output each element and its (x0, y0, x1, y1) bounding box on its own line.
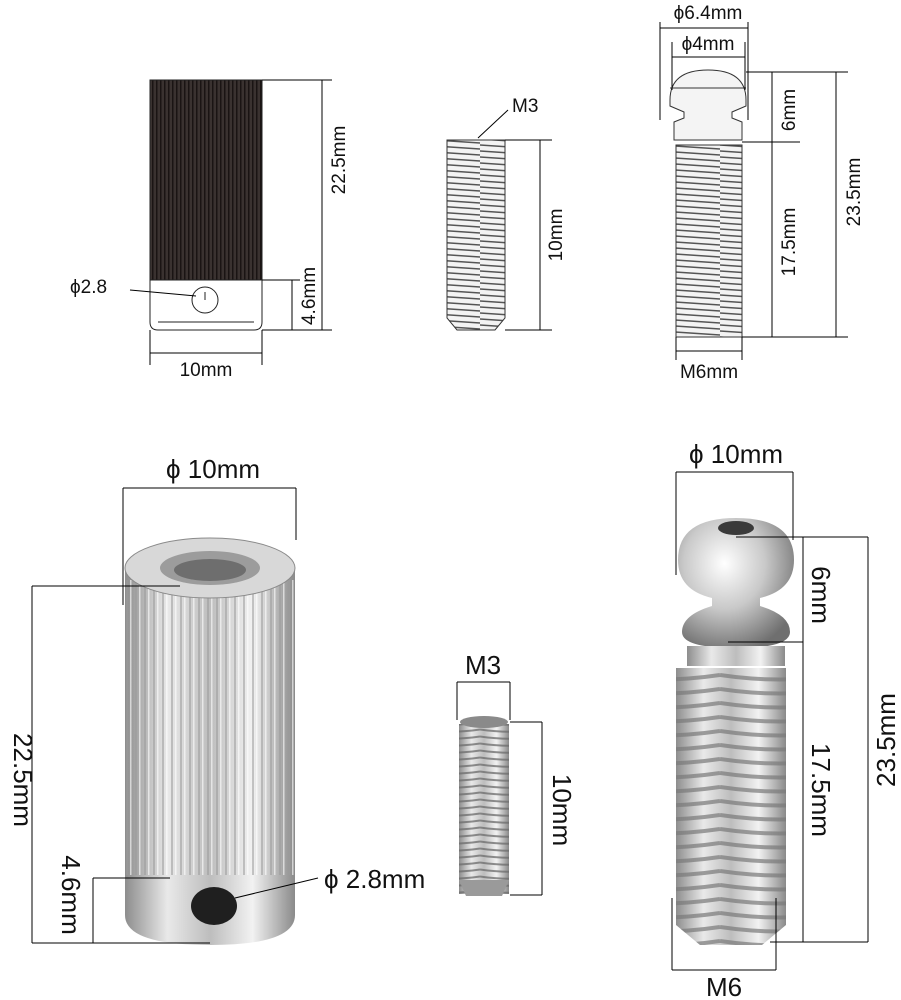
stud-thread-label: M6mm (680, 362, 738, 383)
stud-total-length-label: 23.5mm (844, 158, 865, 227)
stud-head-outer-label: ϕ6.4mm (674, 3, 743, 24)
sleeve-photo-height-label: 22.5mm (8, 733, 38, 827)
stud-head (669, 69, 747, 141)
stud-photo-diameter-label: ϕ 10mm (689, 439, 783, 469)
stud-photo-total-length-label: 23.5mm (871, 693, 901, 787)
sleeve-photo-hole (191, 887, 237, 925)
sleeve-photo-hole-dia-label: ϕ 2.8mm (324, 864, 425, 894)
stud-head-inner-label: ϕ4mm (682, 34, 735, 55)
stud-photo-thread-length-label: 17.5mm (806, 743, 836, 837)
drawing-set-screw: M3 10mm (446, 96, 567, 331)
sleeve-photo-diameter-label: ϕ 10mm (166, 454, 260, 484)
stud-photo-head (678, 518, 794, 648)
stud-photo-thread-label: M6 (706, 972, 742, 1000)
sleeve-knurled-body (149, 79, 263, 281)
sleeve-hole-offset-label: 4.6mm (299, 267, 320, 325)
set-screw-length-label: 10mm (546, 209, 567, 262)
sleeve-height-label: 22.5mm (329, 126, 350, 195)
drawing-stud: ϕ6.4mm ϕ4mm 6mm 17.5mm 23.5mm M6mm (659, 3, 865, 383)
stud-head-height-label: 6mm (779, 89, 800, 131)
set-screw-body (446, 139, 506, 331)
stud-thread-length-label: 17.5mm (779, 208, 800, 277)
set-screw-thread-label: M3 (512, 96, 538, 117)
photo-set-screw: M3 10mm (456, 650, 577, 896)
stud-photo-head-height-label: 6mm (806, 566, 836, 624)
set-screw-photo-length-label: 10mm (547, 774, 577, 846)
stud-thread (675, 144, 743, 338)
photo-sleeve: ϕ 10mm 22.5mm 4.6mm ϕ 2.8mm (8, 454, 425, 945)
set-screw-photo-thread-label: M3 (465, 650, 501, 680)
drawing-sleeve: 22.5mm 4.6mm ϕ2.8 10mm (70, 79, 350, 381)
sleeve-hole-dia-label: ϕ2.8 (70, 277, 107, 298)
sleeve-photo-hole-offset-label: 4.6mm (56, 855, 86, 934)
photo-stud: ϕ 10mm 6mm 17.5mm 23.5mm M6 (671, 439, 901, 1000)
sleeve-width-label: 10mm (180, 360, 233, 381)
